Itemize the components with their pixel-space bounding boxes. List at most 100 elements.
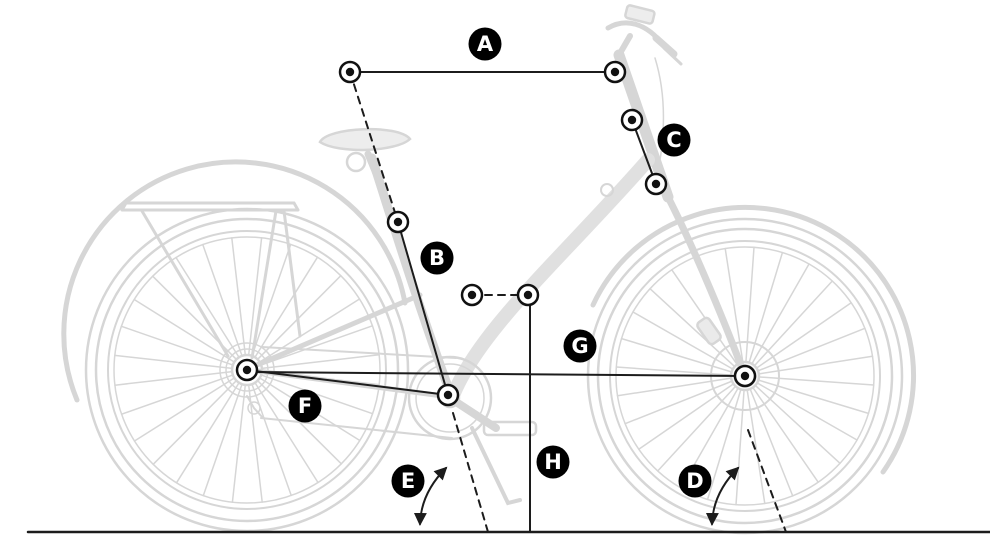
spoke: [114, 354, 232, 369]
spoke: [758, 327, 866, 372]
label-G-letter: G: [571, 334, 588, 358]
spoke: [114, 371, 232, 386]
label-H-letter: H: [544, 450, 562, 474]
spoke: [749, 389, 794, 497]
rear-wheel-spokes: [114, 237, 380, 503]
svg-text:E: E: [401, 469, 415, 493]
seat-tube: [367, 153, 457, 403]
spoke: [706, 389, 742, 501]
seatpost-axis-dashed: [349, 71, 399, 223]
spoke: [120, 325, 233, 366]
label-F: F: [288, 389, 322, 423]
spoke: [758, 379, 870, 415]
spoke: [133, 298, 235, 363]
head-angle-dashed: [747, 429, 787, 533]
spoke: [202, 243, 243, 356]
label-H: H: [536, 445, 570, 479]
point-marker-mid-right: [516, 283, 540, 307]
spoke: [254, 382, 319, 484]
angle-arrow-D: [705, 466, 740, 526]
spoke: [248, 385, 263, 503]
letter-badges: A B C D E F G H: [288, 27, 712, 498]
label-C: C: [657, 123, 691, 157]
spoke: [231, 237, 246, 355]
label-F-letter: F: [298, 394, 312, 418]
grip: [652, 34, 678, 58]
spoke: [624, 380, 732, 425]
label-C-letter: C: [666, 128, 681, 152]
svg-text:A: A: [477, 32, 494, 56]
head-tube: [613, 49, 674, 203]
pedal: [482, 420, 538, 437]
display-icon: [624, 4, 656, 25]
spoke: [261, 374, 374, 415]
label-E: E: [391, 464, 425, 498]
label-B: B: [420, 241, 454, 275]
drivetrain: [246, 346, 538, 506]
point-marker-front-axle: [733, 364, 757, 388]
point-marker-head-tube-bottom: [644, 172, 668, 196]
frame-port: [600, 183, 614, 197]
svg-text:D: D: [686, 469, 703, 493]
label-G: G: [563, 329, 597, 363]
spoke: [751, 263, 810, 364]
spoke: [248, 237, 263, 355]
label-B-letter: B: [429, 246, 445, 270]
measure-line-F: [246, 369, 449, 396]
front-fender: [590, 204, 916, 475]
seat-angle-dashed: [452, 412, 489, 533]
spoke: [251, 384, 292, 497]
spoke: [757, 382, 858, 441]
svg-text:C: C: [666, 128, 681, 152]
measure-line-G: [246, 371, 746, 377]
handlebar: [605, 4, 683, 66]
chain-bottom: [260, 417, 453, 439]
brake-lever: [662, 46, 683, 66]
brake-caliper-icon: [696, 316, 722, 346]
spoke: [231, 385, 246, 503]
spoke: [175, 382, 240, 484]
measurement-lines: [26, 71, 990, 534]
point-marker-rear-axle: [235, 358, 259, 382]
spoke: [120, 374, 233, 415]
svg-text:B: B: [429, 246, 445, 270]
point-marker-bottom-bracket: [436, 383, 460, 407]
spoke: [257, 274, 342, 360]
label-D: D: [678, 464, 712, 498]
derailleur: [246, 395, 264, 419]
spoke: [759, 376, 875, 386]
bicycle-illustration: [61, 4, 916, 535]
kickstand: [470, 426, 522, 506]
spoke: [262, 354, 380, 369]
chain-top: [261, 346, 457, 359]
spoke: [735, 390, 745, 506]
spoke: [615, 366, 731, 376]
measure-line-C: [631, 119, 657, 185]
measure-line-B: [397, 221, 449, 396]
spoke: [251, 243, 292, 356]
label-D-letter: D: [686, 469, 703, 493]
rear-fender: [61, 159, 408, 403]
spoke: [254, 256, 319, 358]
label-E-letter: E: [401, 469, 415, 493]
svg-text:G: G: [571, 334, 588, 358]
spoke: [175, 256, 240, 358]
label-A: A: [468, 27, 502, 61]
spoke: [748, 251, 784, 363]
brake-cable: [654, 57, 665, 183]
svg-text:F: F: [298, 394, 312, 418]
rear-wheel: [84, 207, 410, 533]
fork: [664, 193, 748, 378]
spoke: [259, 298, 361, 363]
spoke: [745, 246, 755, 362]
point-marker-head-tube-top: [620, 108, 644, 132]
svg-text:H: H: [544, 450, 562, 474]
down-tube: [445, 153, 655, 405]
point-marker-seat-tube-top: [386, 210, 410, 234]
point-markers: [235, 60, 757, 407]
spoke: [202, 384, 243, 497]
point-marker-mid-left: [460, 283, 484, 307]
angle-arrow-E: [413, 466, 448, 526]
